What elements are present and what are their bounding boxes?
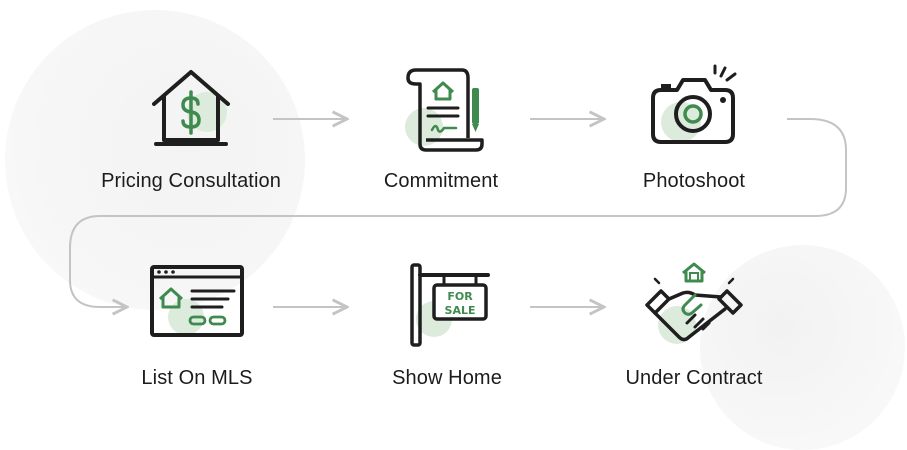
browser-listing-icon xyxy=(150,265,244,337)
for-sale-sign-icon: FOR SALE xyxy=(410,263,490,347)
step-list-on-mls: List On MLS xyxy=(77,261,317,390)
step-label-under-contract: Under Contract xyxy=(625,367,763,389)
contract-scroll-icon xyxy=(405,68,484,152)
step-label-photoshoot: Photoshoot xyxy=(642,170,746,192)
step-label-pricing-consultation: Pricing Consultation xyxy=(101,170,281,192)
house-dollar-icon xyxy=(152,70,230,146)
connector-row-wrap xyxy=(69,118,847,307)
step-label-list-on-mls: List On MLS xyxy=(141,367,253,389)
handshake-icon xyxy=(645,262,743,344)
step-label-show-home: Show Home xyxy=(392,367,502,389)
sign-line-for: FOR xyxy=(447,290,473,303)
step-label-commitment: Commitment xyxy=(383,170,499,192)
camera-icon xyxy=(651,64,737,144)
step-pricing-consultation: Pricing Consultation xyxy=(71,64,311,193)
step-commitment: Commitment xyxy=(321,64,561,193)
sign-line-sale: SALE xyxy=(445,304,476,317)
step-show-home: FOR SALE Show Home xyxy=(327,261,567,390)
step-under-contract: Under Contract xyxy=(574,261,814,390)
background-circle-left xyxy=(5,10,305,310)
step-photoshoot: Photoshoot xyxy=(574,64,814,193)
